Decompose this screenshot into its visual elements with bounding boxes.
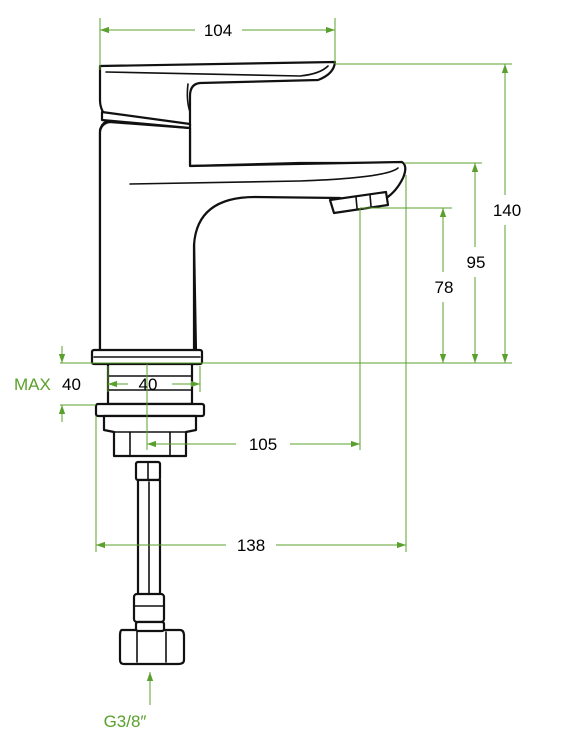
connector-neck [134, 620, 166, 633]
label-max: MAX [14, 375, 51, 394]
dimension-lines [58, 18, 512, 705]
label-max-value: 40 [62, 375, 81, 394]
mounting-washer [94, 402, 206, 418]
label-handle-width: 104 [204, 21, 232, 40]
label-total-height: 140 [493, 201, 521, 220]
lever-handle-inner [105, 65, 329, 77]
label-total-depth: 138 [237, 536, 265, 555]
faucet-outline [90, 60, 407, 666]
hose-ferrule [132, 592, 166, 624]
lever-handle [98, 60, 337, 128]
mounting-nut [102, 414, 198, 458]
aerator-center [355, 194, 372, 209]
cartridge-body [100, 110, 192, 130]
dimension-labels: 104 140 95 78 MAX 40 40 105 138 G3/8″ [14, 21, 521, 731]
label-thread-size: G3/8″ [104, 712, 147, 731]
lever-neck [186, 83, 191, 113]
label-outlet-height: 78 [435, 278, 454, 297]
aerator [328, 190, 390, 215]
label-body-diameter: 40 [139, 375, 158, 394]
label-spout-height: 95 [467, 253, 486, 272]
spout-inner-line [129, 167, 399, 185]
connector-nut [118, 628, 186, 666]
label-reach: 105 [249, 435, 277, 454]
